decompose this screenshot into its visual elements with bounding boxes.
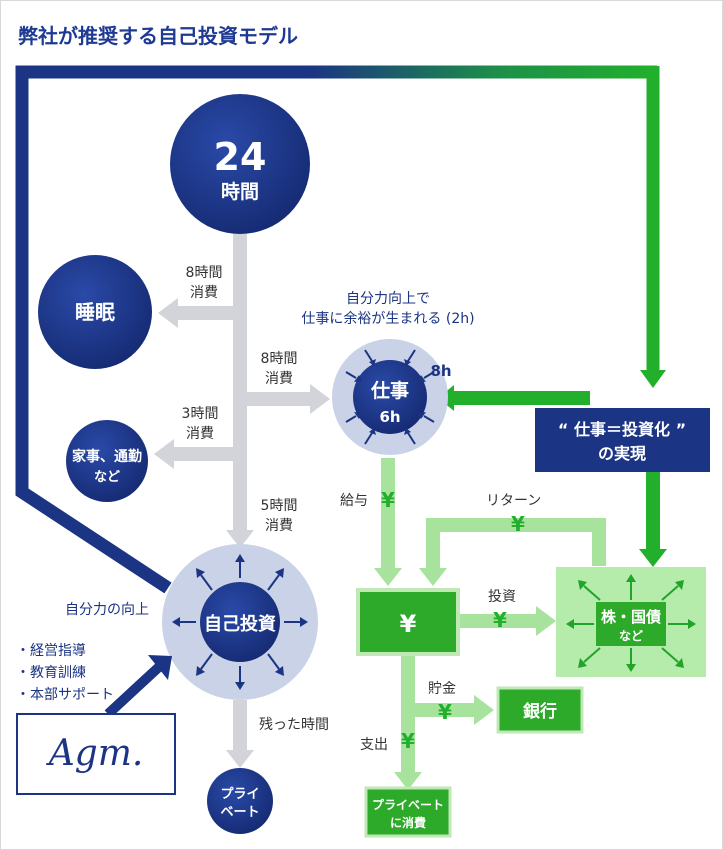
sleep-consume-word: 消費 [190, 285, 218, 301]
yen-mark-invest: ¥ [493, 608, 507, 632]
work-investment-box: “ 仕事＝投資化 ” の実現 [535, 408, 710, 472]
self-ability-up-label: 自分力の向上 [65, 602, 149, 618]
sleep-label: 睡眠 [75, 300, 115, 324]
work-extra-hours: 8h [430, 362, 451, 380]
circle-housework: 家事、通勤 など [66, 420, 148, 502]
support-list: ・経営指導 ・教育訓練 ・本部サポート [16, 643, 114, 703]
money-labels: 給与 リターン 投資 貯金 支出 [340, 493, 541, 753]
spending-label: 支出 [360, 737, 388, 753]
hours-24-number: 24 [214, 135, 267, 179]
time-labels: 8時間 消費 8時間 消費 3時間 消費 5時間 消費 残った時間 [182, 265, 329, 733]
circle-work: 仕事 6h 8h [332, 339, 452, 455]
support-item-2: ・教育訓練 [16, 665, 86, 681]
work-consume-word: 消費 [265, 371, 293, 387]
self-consume-word: 消費 [265, 518, 293, 534]
support-item-1: ・経営指導 [16, 643, 86, 659]
yen-mark-salary: ¥ [381, 488, 395, 512]
yen-box: ¥ [356, 588, 460, 656]
circle-sleep: 睡眠 [38, 255, 152, 369]
salary-label: 給与 [340, 493, 368, 509]
work-consume-hours: 8時間 [261, 351, 298, 367]
work-label: 仕事 [370, 379, 409, 402]
saving-label: 貯金 [428, 681, 456, 697]
housework-sub: など [94, 470, 120, 485]
work-investment-flow [438, 385, 667, 567]
logo-box: Agm. [16, 713, 176, 795]
yen-mark-saving: ¥ [438, 700, 452, 724]
ability-labels: 自分力向上で 仕事に余裕が生まれる (2h) 自分力の向上 [65, 291, 475, 618]
work-hours: 6h [379, 408, 400, 426]
sleep-consume-hours: 8時間 [186, 265, 223, 281]
circle-self-investment: 自己投資 [162, 544, 318, 700]
support-arrow [104, 655, 172, 718]
stocks-sub: など [619, 629, 643, 643]
private-label-2: ベート [220, 805, 259, 820]
ability-up-line-1: 自分力向上で [346, 291, 430, 307]
money-flow-arrows [374, 458, 606, 790]
private-spend-label-1: プライベート [372, 797, 444, 812]
company-logo: Agm. [48, 733, 144, 774]
stocks-box: 株・国債 など [556, 567, 706, 677]
page-title: 弊社が推奨する自己投資モデル [18, 24, 298, 48]
housework-label: 家事、通勤 [72, 448, 142, 465]
feedback-loop [15, 65, 666, 594]
return-label: リターン [486, 493, 541, 509]
yen-box-label: ¥ [400, 610, 417, 638]
private-spend-label-2: に消費 [390, 815, 426, 830]
circle-private: プライ ベート [207, 768, 273, 834]
yen-mark-return: ¥ [511, 512, 525, 536]
bank-label: 銀行 [523, 701, 557, 722]
house-consume-hours: 3時間 [182, 406, 219, 422]
invest-label: 投資 [488, 589, 516, 605]
ability-up-line-2: 仕事に余裕が生まれる (2h) [301, 310, 474, 327]
self-invest-label: 自己投資 [204, 613, 276, 635]
bank-box: 銀行 [496, 686, 584, 734]
private-label-1: プライ [220, 787, 259, 802]
house-consume-word: 消費 [186, 426, 214, 442]
support-item-3: ・本部サポート [16, 687, 114, 703]
stocks-label: 株・国債 [601, 608, 661, 626]
work-invest-line-1: “ 仕事＝投資化 ” [558, 420, 686, 439]
self-consume-hours: 5時間 [261, 498, 298, 514]
circle-24-hours: 24 時間 [170, 94, 310, 234]
work-invest-line-2: の実現 [598, 444, 646, 463]
loop-arrow-head [640, 370, 666, 388]
private-spend-box: プライベート に消費 [364, 786, 452, 838]
hours-24-unit: 時間 [221, 181, 259, 203]
yen-mark-spending: ¥ [401, 729, 415, 753]
yen-marks: ¥ ¥ ¥ ¥ ¥ [381, 488, 525, 753]
remaining-time-label: 残った時間 [259, 717, 329, 733]
time-flow-arrows [154, 230, 330, 768]
